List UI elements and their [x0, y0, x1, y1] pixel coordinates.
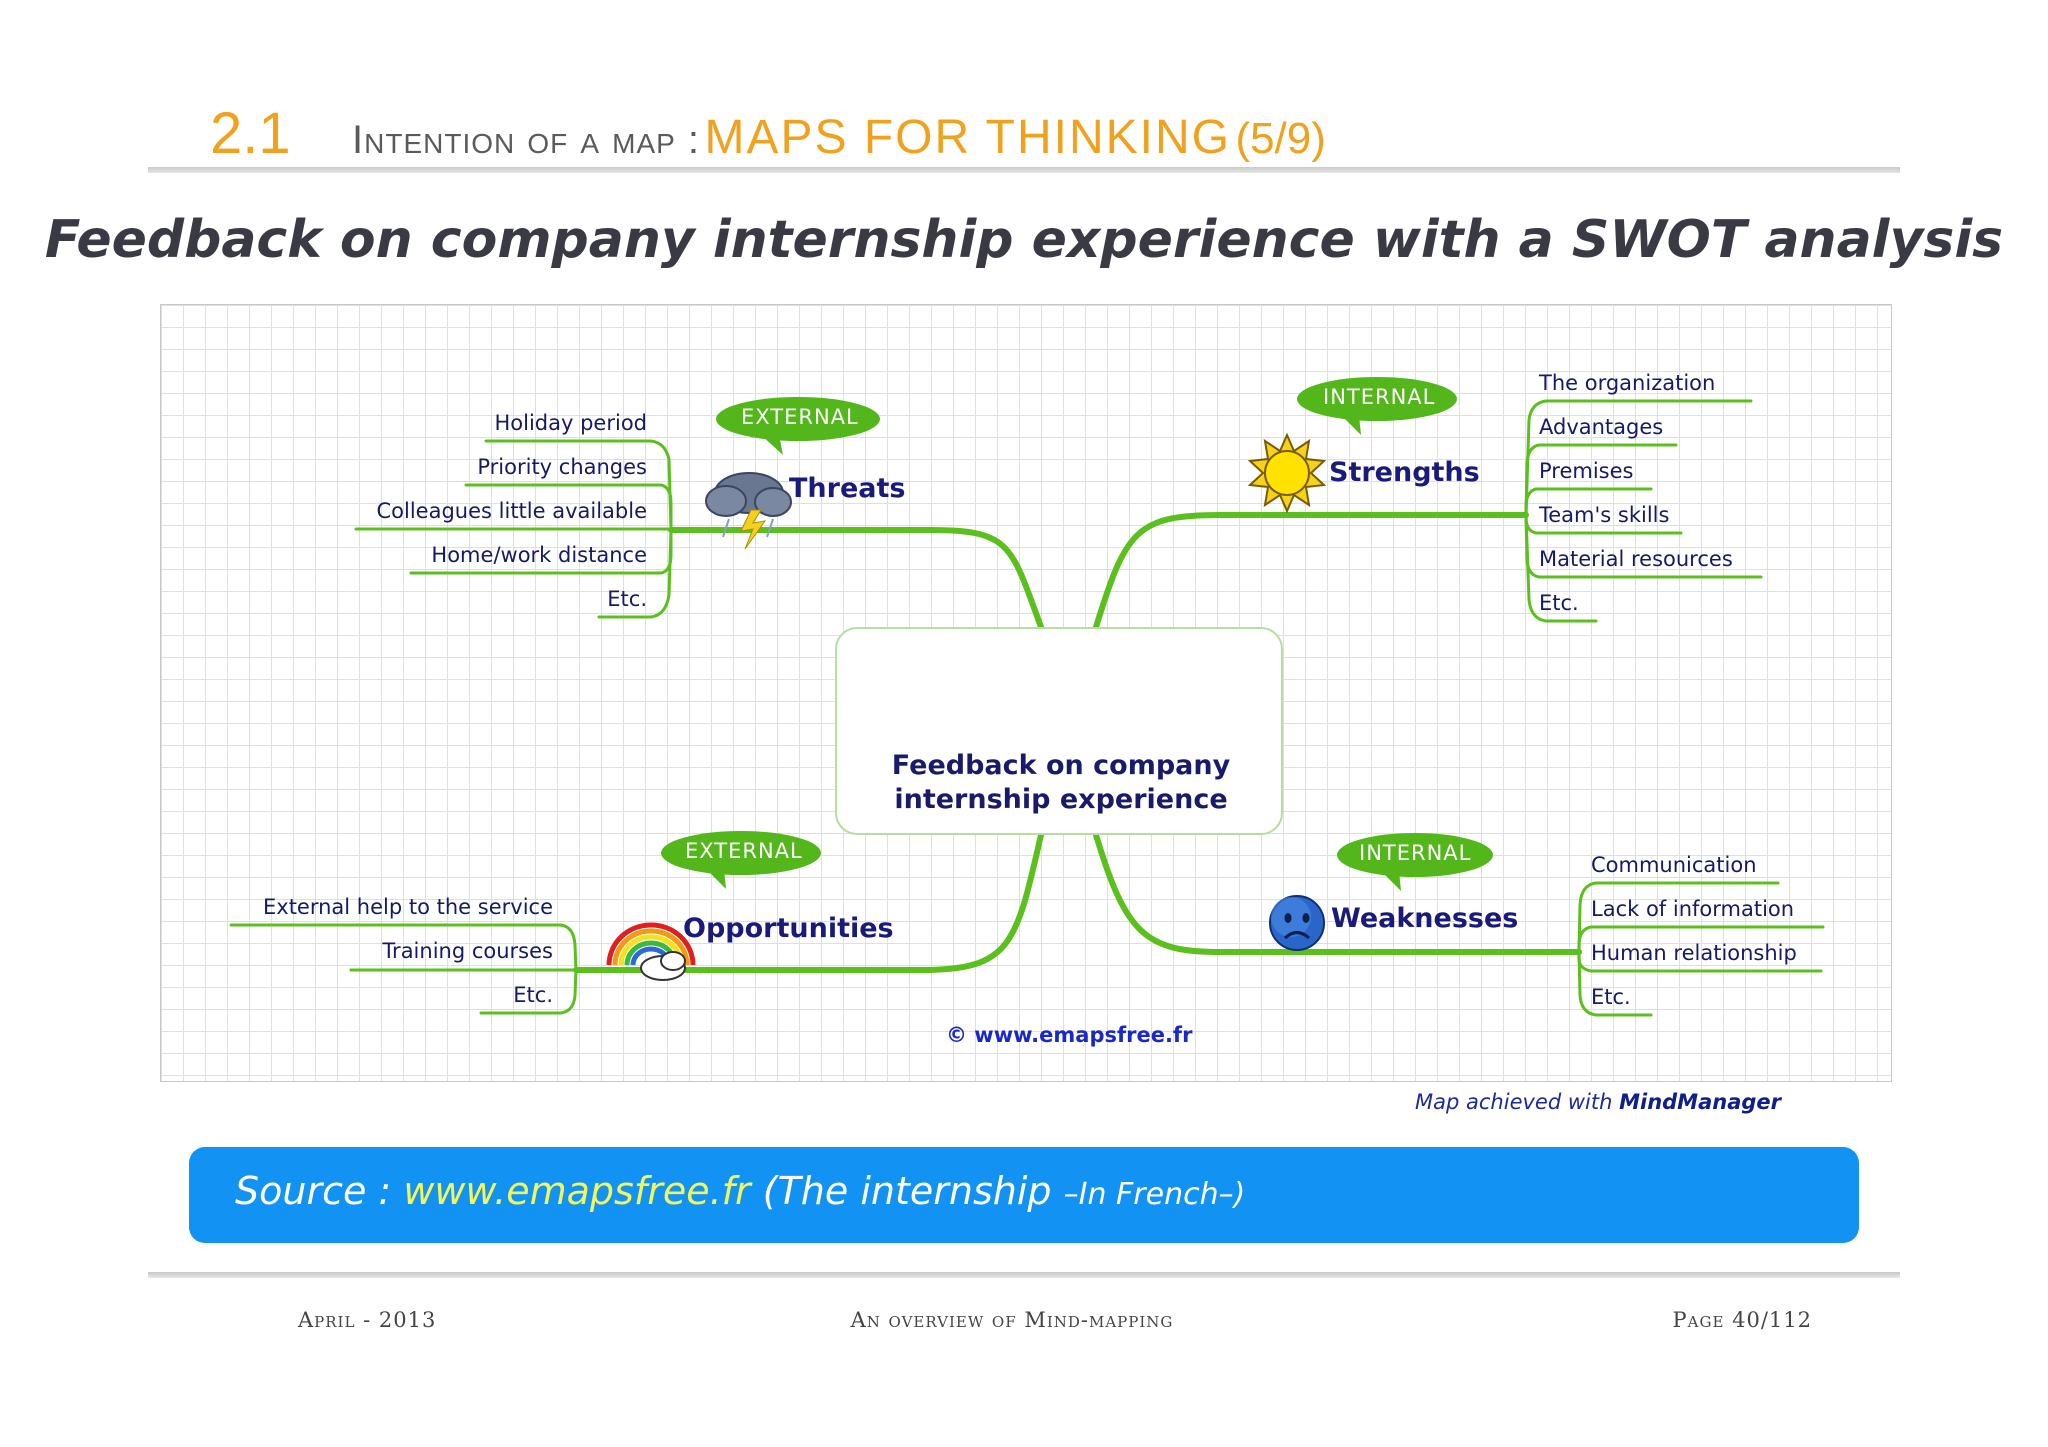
- leaf-line-threats-1: [484, 439, 673, 532]
- leaf-line-weaknesses-1: [1577, 881, 1780, 954]
- source-banner: Source : www.emapsfree.fr (The internshi…: [189, 1147, 1859, 1243]
- leaf-line-opportunities-1: [229, 923, 578, 972]
- map-copyright: © www.emapsfree.fr: [946, 1023, 1193, 1047]
- tag-label-strengths: INTERNAL: [1323, 385, 1436, 409]
- tag-label-threats: EXTERNAL: [741, 405, 859, 429]
- branch-label-opportunities: Opportunities: [683, 913, 894, 944]
- tag-bubble-strengths: [1297, 377, 1457, 435]
- leaf-line-strengths-2: [1524, 443, 1678, 517]
- branch-label-threats: Threats: [789, 473, 906, 504]
- sad-face-icon: [1269, 895, 1325, 951]
- central-topic-label: Feedback on company internship experienc…: [837, 749, 1285, 817]
- leaf-strengths-4: Team's skills: [1539, 503, 1670, 527]
- branch-label-strengths: Strengths: [1329, 457, 1480, 488]
- tag-bubble-weaknesses: [1337, 833, 1493, 891]
- leaf-line-weaknesses-4: [1577, 950, 1653, 1017]
- slide-subtitle: Feedback on company internship experienc…: [44, 210, 2004, 270]
- storm-cloud-icon: [705, 472, 792, 550]
- leaf-strengths-1: The organization: [1539, 371, 1716, 395]
- source-prefix: Source :: [235, 1169, 392, 1213]
- leaf-line-strengths-1: [1524, 399, 1753, 517]
- leaf-threats-4: Home/work distance: [431, 543, 647, 567]
- section-number: 2.1: [210, 101, 291, 166]
- source-note: –In French–): [1063, 1177, 1246, 1212]
- mind-map-panel: EXTERNAL INTERNAL EXTERNAL INTERNAL Thre…: [160, 304, 1892, 1082]
- central-topic-line-1: Feedback on company: [891, 750, 1231, 781]
- source-text: Source : www.emapsfree.fr (The internshi…: [235, 1169, 1245, 1213]
- leaf-line-threats-5: [597, 528, 673, 619]
- map-credit: Map achieved with MindManager: [1415, 1090, 1781, 1114]
- header-divider: [148, 167, 1900, 173]
- leaf-line-threats-2: [464, 483, 673, 532]
- leaf-strengths-3: Premises: [1539, 459, 1634, 483]
- leaf-opportunities-2: Training courses: [382, 939, 553, 963]
- leaf-line-opportunities-3: [479, 968, 578, 1015]
- leaf-weaknesses-2: Lack of information: [1591, 897, 1795, 921]
- leaf-threats-3: Colleagues little available: [376, 499, 648, 523]
- leaf-opportunities-3: Etc.: [513, 983, 553, 1007]
- leaf-weaknesses-1: Communication: [1591, 853, 1757, 877]
- leaf-line-strengths-3: [1524, 487, 1653, 517]
- section-heading: Intention of a map : MAPS FOR THINKING (…: [352, 110, 1326, 165]
- branch-line-weaknesses: [1093, 832, 1582, 955]
- heading-prefix: Intention of a map :: [352, 118, 701, 162]
- sun-icon: [1247, 432, 1327, 514]
- credit-tool: MindManager: [1619, 1090, 1781, 1114]
- leaf-weaknesses-3: Human relationship: [1591, 941, 1797, 965]
- leaf-threats-5: Etc.: [607, 587, 647, 611]
- source-link[interactable]: www.emapsfree.fr: [403, 1169, 751, 1213]
- credit-prefix: Map achieved with: [1415, 1090, 1613, 1114]
- leaf-weaknesses-4: Etc.: [1591, 985, 1631, 1009]
- footer-title: An overview of Mind-mapping: [850, 1308, 1174, 1332]
- branch-label-weaknesses: Weaknesses: [1331, 903, 1519, 934]
- leaf-threats-2: Priority changes: [477, 455, 647, 479]
- tag-label-opportunities: EXTERNAL: [685, 839, 803, 863]
- leaf-strengths-5: Material resources: [1539, 547, 1733, 571]
- leaf-threats-1: Holiday period: [494, 411, 647, 435]
- tag-bubble-opportunities: [661, 831, 821, 889]
- leaf-strengths-6: Etc.: [1539, 591, 1579, 615]
- leaf-line-weaknesses-2: [1577, 925, 1825, 954]
- leaf-line-strengths-6: [1524, 513, 1598, 623]
- central-topic-node: Feedback on company internship experienc…: [835, 627, 1283, 835]
- source-suffix: (The internship: [762, 1169, 1052, 1213]
- heading-page-fraction: (5/9): [1235, 114, 1326, 163]
- leaf-strengths-2: Advantages: [1539, 415, 1664, 439]
- tag-label-weaknesses: INTERNAL: [1359, 841, 1472, 865]
- central-topic-line-2: internship experience: [894, 784, 1228, 815]
- footer-date: April - 2013: [298, 1308, 437, 1332]
- tag-bubble-threats: [716, 397, 880, 455]
- footer-divider: [148, 1272, 1900, 1278]
- rainbow-icon: [606, 922, 696, 981]
- branch-line-opportunities: [573, 832, 1044, 973]
- branch-line-strengths: [1093, 512, 1529, 630]
- leaf-opportunities-1: External help to the service: [263, 895, 553, 919]
- branch-line-threats: [668, 527, 1044, 630]
- footer-page: Page 40/112: [1672, 1308, 1812, 1332]
- heading-title: MAPS FOR THINKING: [704, 111, 1231, 164]
